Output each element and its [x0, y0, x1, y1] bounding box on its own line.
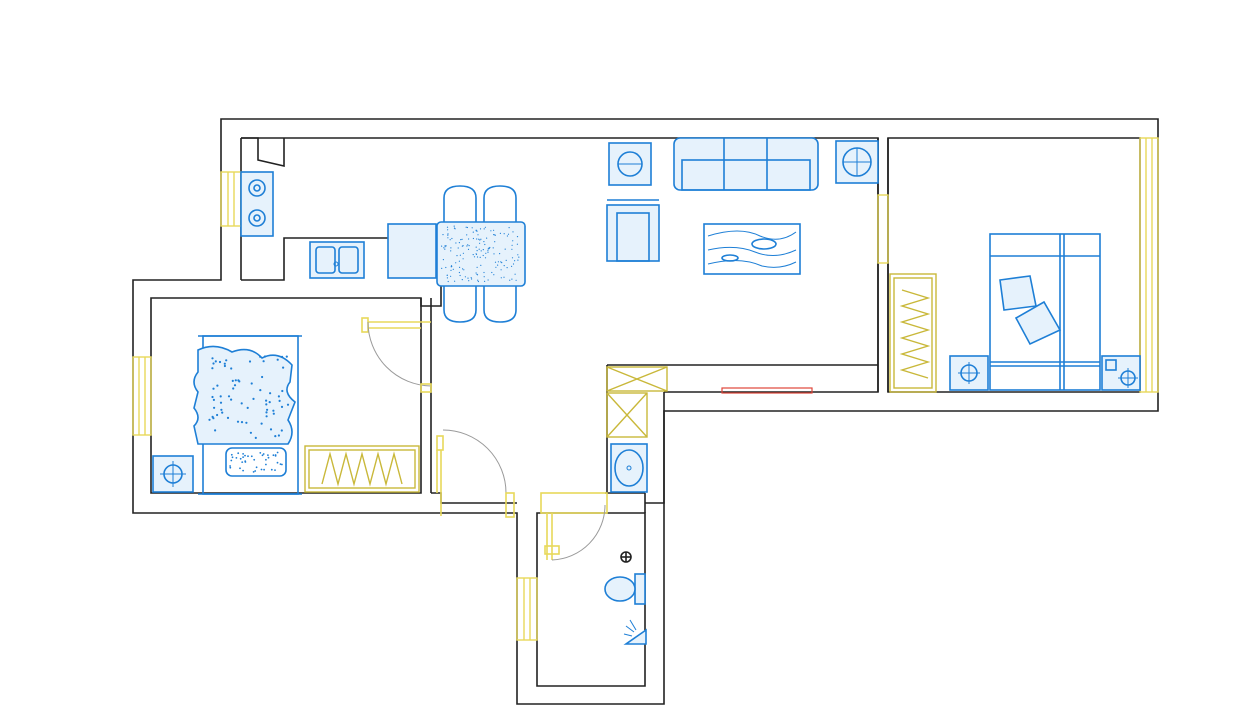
nightstand-icon [152, 455, 194, 493]
wardrobe-icon [889, 273, 937, 393]
window-icon [516, 577, 538, 641]
lamp-icon [835, 140, 879, 184]
window-icon [1139, 137, 1159, 393]
bathroom [604, 551, 647, 645]
window-icon [132, 356, 152, 436]
pillow-icon [999, 275, 1062, 346]
door-icon [436, 429, 515, 518]
wardrobe-icon [606, 366, 668, 392]
chair-icon [443, 185, 517, 323]
stove-icon [240, 171, 274, 237]
rug-icon [703, 223, 801, 275]
bedroom-right [889, 233, 1141, 393]
sink-icon [309, 241, 365, 279]
fridge-icon [387, 223, 437, 279]
dining-table-icon [436, 221, 526, 287]
door-icon [361, 317, 432, 393]
radiator-icon [721, 387, 813, 394]
toilet-icon [604, 573, 646, 605]
window-icon [877, 194, 889, 264]
shower-icon [623, 619, 647, 645]
nightstand-icon [949, 355, 989, 391]
sofa-icon [673, 137, 819, 191]
doors [361, 317, 608, 561]
bed-icon [193, 335, 302, 495]
hallway [606, 366, 668, 493]
armchair-icon [608, 142, 652, 186]
outer-walls [132, 118, 1159, 705]
door-icon [540, 492, 608, 561]
nightstand-icon [1101, 355, 1141, 391]
armchair-icon [606, 199, 660, 262]
window-icon [220, 171, 242, 227]
wardrobe-icon [304, 445, 420, 493]
washbasin-icon [610, 443, 648, 493]
dining-area [436, 185, 526, 323]
bed-icon [989, 233, 1101, 391]
kitchen [240, 137, 437, 279]
living-room [606, 137, 879, 394]
bedroom-left [152, 335, 420, 495]
pillow-icon [225, 447, 287, 477]
wardrobe-icon [606, 392, 648, 438]
drain-icon [620, 551, 632, 563]
